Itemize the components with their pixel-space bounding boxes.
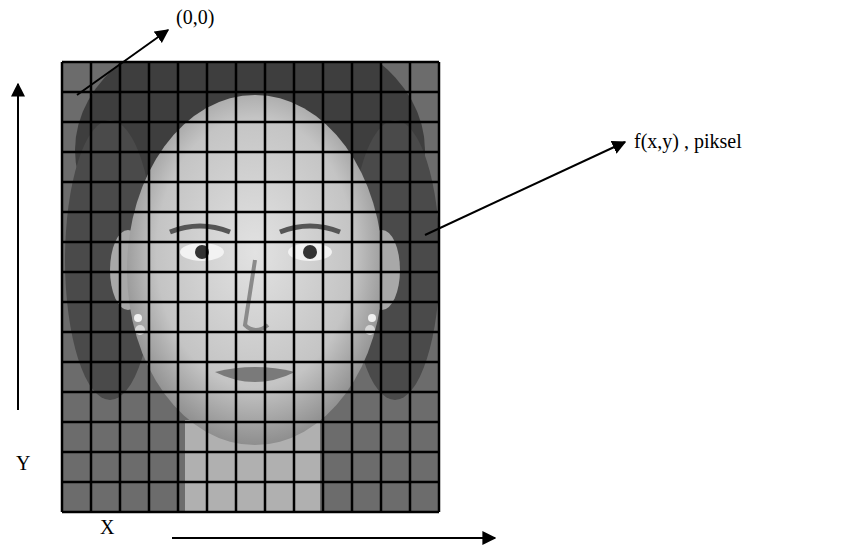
x-axis-arrow <box>172 537 495 539</box>
grid-line <box>438 62 441 512</box>
grid-line <box>264 62 267 512</box>
grid-line <box>148 62 151 512</box>
grid-line <box>62 181 439 184</box>
grid-line <box>62 211 439 214</box>
grid-line <box>62 481 439 484</box>
grid-line <box>62 421 439 424</box>
y-axis-arrow <box>17 84 19 410</box>
grid-line <box>61 62 64 512</box>
grid-line <box>235 62 238 512</box>
grid-line <box>62 511 439 514</box>
pixel-leader <box>425 142 625 235</box>
grid-line <box>206 62 209 512</box>
grid-line <box>62 151 439 154</box>
grid-line <box>62 91 439 94</box>
grid-line <box>62 391 439 394</box>
axis-label: Y <box>14 452 32 475</box>
grid-line <box>62 241 439 244</box>
grid-line <box>409 62 412 512</box>
grid-line <box>293 62 296 512</box>
pixel-grid <box>62 62 439 512</box>
origin-leader <box>77 30 168 95</box>
grid-line <box>177 62 180 512</box>
grid-line <box>62 271 439 274</box>
grid-line <box>62 61 439 64</box>
origin-label: (0,0) <box>174 6 216 29</box>
grid-line <box>380 62 383 512</box>
grid-line <box>62 301 439 304</box>
grid-line <box>62 331 439 334</box>
grid-line <box>90 62 93 512</box>
grid-line <box>62 121 439 124</box>
pixel-label: f(x,y) , piksel <box>632 130 744 153</box>
grid-line <box>322 62 325 512</box>
grid-line <box>62 361 439 364</box>
face-image <box>62 62 439 512</box>
grid-line <box>119 62 122 512</box>
axis-label: X <box>98 516 116 539</box>
grid-line <box>62 451 439 454</box>
grid-line <box>351 62 354 512</box>
